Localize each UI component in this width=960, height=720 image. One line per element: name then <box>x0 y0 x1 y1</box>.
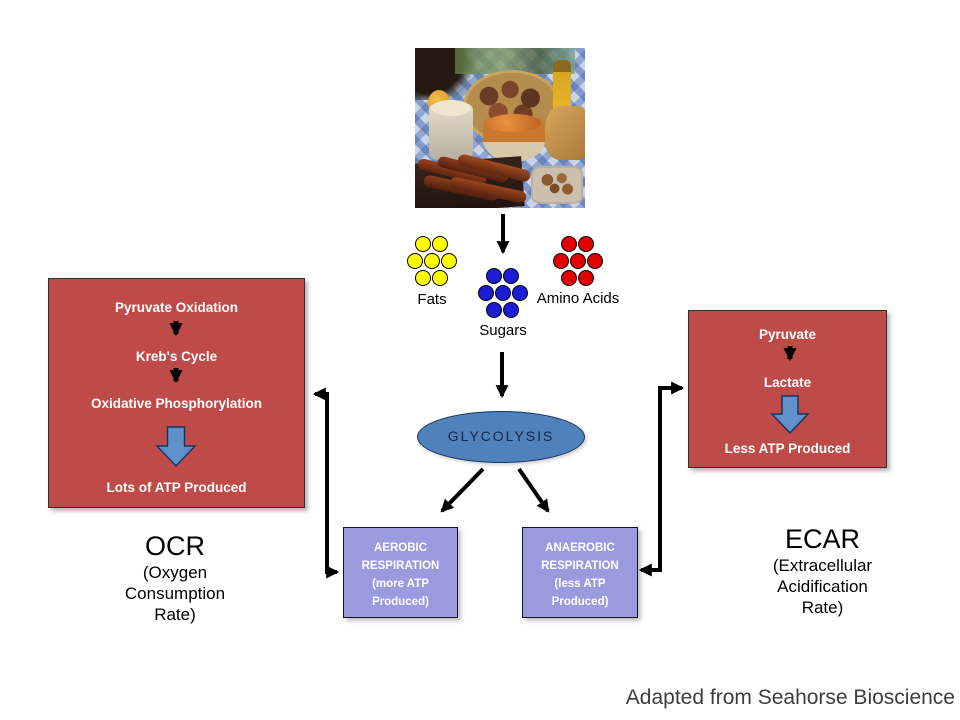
fat-molecule <box>424 253 440 269</box>
pyruvate-oxidation-label: Pyruvate Oxidation <box>114 300 239 315</box>
ocr-measure-label: OCR (Oxygen Consumption Rate) <box>95 531 255 625</box>
oxidative-phosphorylation-label: Oxidative Phosphorylation <box>90 396 263 411</box>
aerobic-respiration-box: AEROBIC RESPIRATION (more ATP Produced) <box>343 527 458 618</box>
sugar-molecule <box>478 285 494 301</box>
ocr-acronym: OCR <box>145 531 205 561</box>
fat-molecule <box>415 270 431 286</box>
amino-acid-molecule <box>561 236 577 252</box>
amino-acid-molecule <box>553 253 569 269</box>
photo-bread-loaf <box>545 106 585 160</box>
krebs-cycle-label: Kreb's Cycle <box>135 349 218 364</box>
photo-orange-food <box>487 114 541 132</box>
glycolysis-to-aerobic-arrow <box>440 467 485 513</box>
fat-molecule <box>441 253 457 269</box>
amino-acid-molecule <box>570 253 586 269</box>
sugar-molecule <box>503 302 519 318</box>
ecar-measure-label: ECAR (Extracellular Acidification Rate) <box>740 524 905 618</box>
lots-atp-label: Lots of ATP Produced <box>106 480 247 495</box>
ecar-acronym: ECAR <box>784 524 860 554</box>
amino-acids-molecule-cluster <box>553 236 603 288</box>
sugar-molecule <box>486 268 502 284</box>
anaerobic-ecar-connector <box>638 381 685 577</box>
fat-molecule <box>432 270 448 286</box>
ecar-pathway-box: Pyruvate Lactate Less ATP Produced <box>688 310 887 468</box>
amino-acids-label: Amino Acids <box>536 290 620 307</box>
amino-acid-molecule <box>578 270 594 286</box>
fats-label: Fats <box>417 291 447 308</box>
sugar-molecule <box>512 285 528 301</box>
ecar-expansion: (Extracellular Acidification Rate) <box>772 556 873 617</box>
ocr-expansion: (Oxygen Consumption Rate) <box>124 563 226 624</box>
fats-molecule-cluster <box>407 236 457 288</box>
food-photo <box>415 48 585 208</box>
fat-molecule <box>432 236 448 252</box>
sugar-molecule <box>503 268 519 284</box>
fat-molecule <box>415 236 431 252</box>
less-atp-label: Less ATP Produced <box>724 441 851 456</box>
aerobic-ocr-connector <box>312 387 340 579</box>
photo-jar-top <box>431 100 471 116</box>
sugar-molecule <box>495 285 511 301</box>
photo-bottle <box>553 60 571 114</box>
sugar-molecule <box>486 302 502 318</box>
pyruvate-label: Pyruvate <box>758 327 817 342</box>
amino-acid-molecule <box>587 253 603 269</box>
sugars-molecule-cluster <box>478 268 528 320</box>
ocr-pathway-box: Pyruvate Oxidation Kreb's Cycle Oxidativ… <box>48 278 305 508</box>
glycolysis-ellipse: GLYCOLYSIS <box>417 411 585 463</box>
sugars-label: Sugars <box>479 322 527 339</box>
lactate-label: Lactate <box>763 375 812 390</box>
glycolysis-to-anaerobic-arrow <box>517 467 550 513</box>
fat-molecule <box>407 253 423 269</box>
photo-nut-dish <box>531 166 583 204</box>
amino-acid-molecule <box>561 270 577 286</box>
amino-acid-molecule <box>578 236 594 252</box>
credit-text: Adapted from Seahorse Bioscience <box>625 686 955 709</box>
anaerobic-respiration-box: ANAEROBIC RESPIRATION (less ATP Produced… <box>522 527 638 618</box>
